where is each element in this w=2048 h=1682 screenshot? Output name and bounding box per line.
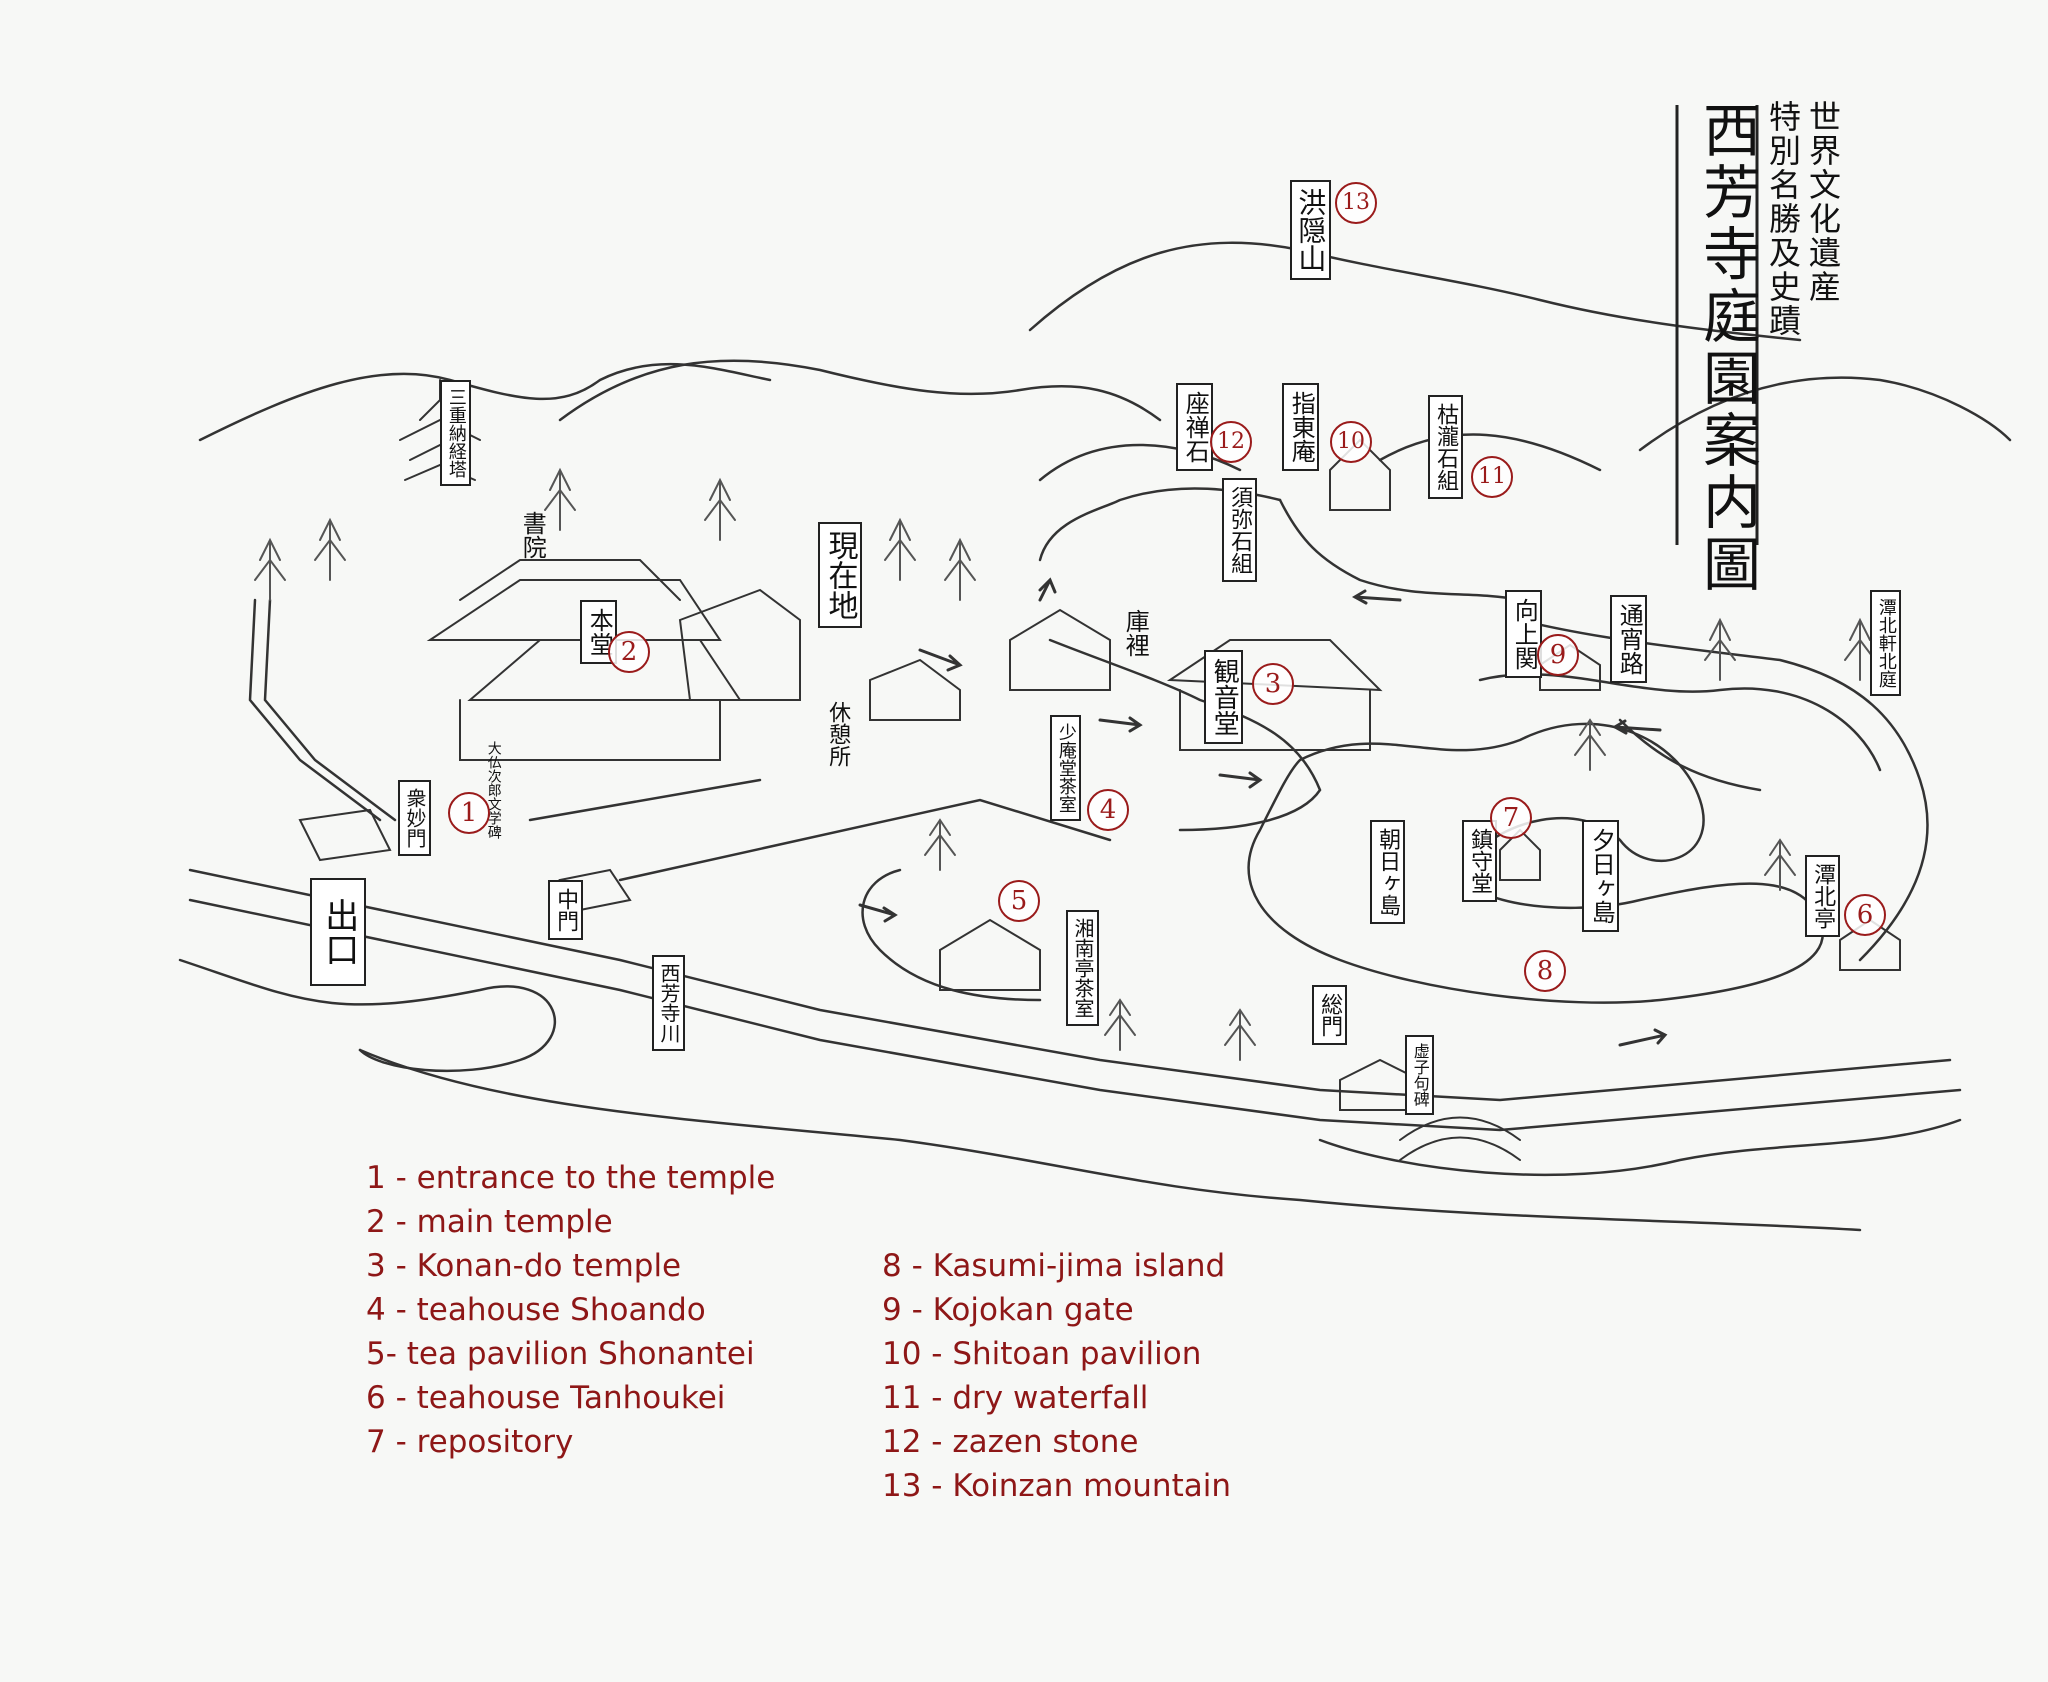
- legend-left: 1 - entrance to the temple 2 - main temp…: [366, 1156, 775, 1464]
- marker-3[interactable]: 3: [1252, 663, 1294, 705]
- label-current-location: 現在地: [818, 522, 862, 628]
- legend-item: 9 - Kojokan gate: [882, 1292, 1134, 1328]
- stone-embankment: [188, 868, 1952, 1102]
- label-exit: 出口: [310, 878, 366, 986]
- label-shumisengumi: 須弥石組: [1222, 478, 1258, 582]
- label-kojokan: 向上関: [1505, 590, 1543, 678]
- label-zazenseki: 座禅石: [1176, 383, 1214, 471]
- compound-wall: [248, 598, 382, 822]
- marker-9[interactable]: 9: [1537, 634, 1579, 676]
- map-subtitle-heritage: 世界文化遺産: [1804, 100, 1842, 304]
- marker-13[interactable]: 13: [1335, 182, 1377, 224]
- map-title: 西芳寺庭園案内圖: [1693, 100, 1761, 596]
- legend-item: 13 - Koinzan mountain: [882, 1468, 1231, 1504]
- legend-item: 5- tea pavilion Shonantei: [366, 1336, 755, 1372]
- label-chumon: 中門: [548, 880, 584, 940]
- mountain-ridge-left: [198, 363, 772, 442]
- label-kyukeisho: 休憩所: [825, 701, 851, 767]
- marker-10[interactable]: 10: [1330, 421, 1372, 463]
- footbridge: [1399, 1116, 1521, 1161]
- label-tanpokutei: 潭北亭: [1805, 855, 1841, 937]
- mountain-ridge-right: [1638, 376, 2012, 452]
- label-shonantei: 湘南亭茶室: [1066, 910, 1099, 1026]
- label-shitoan: 指東庵: [1282, 383, 1320, 471]
- garden-path: [861, 868, 1042, 1002]
- legend-item: 7 - repository: [366, 1424, 574, 1460]
- trees: [254, 467, 1876, 1061]
- direction-arrows: [858, 577, 1668, 1047]
- legend-item: 10 - Shitoan pavilion: [882, 1336, 1202, 1372]
- label-shoin: 書院: [518, 511, 547, 559]
- legend-item: 4 - teahouse Shoando: [366, 1292, 706, 1328]
- label-tsuushouro: 通宵路: [1610, 595, 1648, 683]
- label-yuhigashima: 夕日ヶ島: [1582, 820, 1620, 932]
- label-kannondo: 観音堂: [1204, 650, 1244, 744]
- river: [178, 958, 1962, 1177]
- marker-5[interactable]: 5: [998, 880, 1040, 922]
- mountain-ridge-back: [1028, 241, 1802, 342]
- marker-7[interactable]: 7: [1490, 797, 1532, 839]
- label-somon: 総門: [1312, 985, 1348, 1045]
- golden-pond: [1247, 722, 1824, 1004]
- marker-6[interactable]: 6: [1844, 894, 1886, 936]
- label-saihoujigawa: 西芳寺川: [652, 955, 685, 1051]
- legend-right: 8 - Kasumi-jima island 9 - Kojokan gate …: [882, 1244, 1231, 1508]
- label-sanjunotou: 三重納経塔: [440, 380, 471, 486]
- mountain-ridge-mid: [558, 359, 1162, 422]
- buildings: [298, 379, 1901, 1161]
- label-asahigashima: 朝日ヶ島: [1370, 820, 1406, 924]
- legend-item: 2 - main temple: [366, 1204, 613, 1240]
- legend-item: 3 - Konan-do temple: [366, 1248, 682, 1284]
- legend-item: 11 - dry waterfall: [882, 1380, 1149, 1416]
- label-kuyohi: 大仏次郎文学碑: [485, 741, 502, 839]
- label-kushibi: 虚子句碑: [1405, 1035, 1434, 1115]
- legend-item: 1 - entrance to the temple: [366, 1160, 776, 1196]
- marker-8[interactable]: 8: [1524, 950, 1566, 992]
- legend-item: 6 - teahouse Tanhoukei: [366, 1380, 726, 1416]
- label-tanpokukenteiniwa: 潭北軒北庭: [1870, 590, 1901, 696]
- label-koinzan: 洪隠山: [1290, 180, 1332, 280]
- label-kareishigumi: 枯瀧石組: [1428, 395, 1464, 499]
- map-subtitle-special: 特別名勝及史蹟: [1764, 100, 1802, 338]
- legend-item: 12 - zazen stone: [882, 1424, 1139, 1460]
- marker-1[interactable]: 1: [448, 792, 490, 834]
- marker-4[interactable]: 4: [1087, 789, 1129, 831]
- marker-2[interactable]: 2: [608, 631, 650, 673]
- label-chinjudo: 鎮守堂: [1462, 820, 1498, 902]
- legend-item: 8 - Kasumi-jima island: [882, 1248, 1226, 1284]
- label-kuri: 庫裡: [1121, 609, 1150, 657]
- marker-12[interactable]: 12: [1210, 421, 1252, 463]
- label-shuyumon: 衆妙門: [398, 780, 431, 856]
- marker-11[interactable]: 11: [1471, 456, 1513, 498]
- label-shoando: 少庵堂茶室: [1050, 715, 1081, 821]
